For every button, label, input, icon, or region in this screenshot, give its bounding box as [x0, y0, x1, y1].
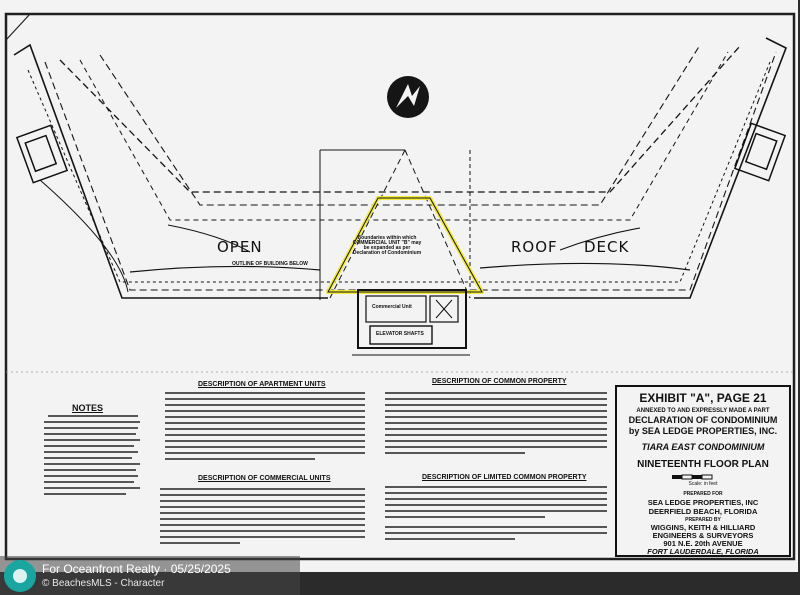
prepared-by-label: PREPARED BY	[685, 517, 721, 523]
engineer-title: ENGINEERS & SURVEYORS	[652, 531, 754, 540]
elevator-shafts-label: ELEVATOR SHAFTS	[376, 331, 424, 337]
commercial-units-heading: DESCRIPTION OF COMMERCIAL UNITS	[198, 475, 331, 482]
apartment-units-text-block	[165, 392, 365, 460]
open-label: OPEN	[217, 238, 263, 256]
exhibit-title: EXHIBIT "A", PAGE 21	[639, 391, 767, 405]
watermark-line2: © BeachesMLS - Character	[42, 578, 165, 589]
notes-heading: NOTES	[72, 403, 104, 413]
client-city: DEERFIELD BEACH, FLORIDA	[648, 507, 758, 516]
prepared-for-label: PREPARED FOR	[683, 491, 723, 497]
annexed-line: ANNEXED TO AND EXPRESSLY MADE A PART	[636, 408, 770, 414]
commercial-boundary-highlight	[326, 196, 484, 294]
notes-text-block	[44, 415, 140, 495]
engineer-name: WIGGINS, KEITH & HILLIARD	[650, 523, 756, 532]
condo-name: TIARA EAST CONDOMINIUM	[641, 442, 765, 452]
watermark-line1: For Oceanfront Realty · 05/25/2025	[42, 562, 231, 576]
right-stair-symbol	[733, 122, 787, 182]
common-property-text-block	[385, 392, 607, 454]
scale-label: Scale: in feet	[688, 481, 718, 487]
scale-bar	[672, 474, 713, 480]
apartment-units-heading: DESCRIPTION OF APARTMENT UNITS	[198, 381, 326, 388]
outline-note: OUTLINE OF BUILDING BELOW	[232, 261, 308, 267]
drawing-frame	[4, 12, 796, 561]
commercial-unit-box	[352, 289, 470, 356]
limited-common-text-block	[385, 486, 607, 540]
commercial-units-text-block	[160, 488, 365, 544]
deck-label: DECK	[584, 238, 630, 256]
by-line: by SEA LEDGE PROPERTIES, INC.	[628, 426, 778, 436]
commercial-unit-label: Commercial Unit	[372, 304, 412, 310]
client-name: SEA LEDGE PROPERTIES, INC	[647, 498, 759, 507]
title-block: EXHIBIT "A", PAGE 21 ANNEXED TO AND EXPR…	[618, 388, 788, 556]
left-stair-symbol	[15, 124, 69, 184]
boundary-note: Boundaries within which COMMERCIAL UNIT …	[352, 235, 422, 256]
mls-watermark: For Oceanfront Realty · 05/25/2025 © Bea…	[0, 556, 300, 595]
limited-common-heading: DESCRIPTION OF LIMITED COMMON PROPERTY	[422, 474, 587, 481]
engineer-address: 901 N.E. 20th AVENUE	[663, 539, 743, 548]
engineer-city: FORT LAUDERDALE, FLORIDA	[647, 547, 759, 556]
title-block-frame	[615, 385, 791, 557]
floor-plan-name: NINETEENTH FLOOR PLAN	[637, 459, 769, 470]
declaration-line: DECLARATION OF CONDOMINIUM	[628, 415, 778, 425]
roof-label: ROOF	[511, 238, 558, 256]
beachesmls-logo-icon	[4, 560, 36, 592]
common-property-heading: DESCRIPTION OF COMMON PROPERTY	[432, 378, 567, 385]
north-arrow-icon	[387, 76, 429, 118]
